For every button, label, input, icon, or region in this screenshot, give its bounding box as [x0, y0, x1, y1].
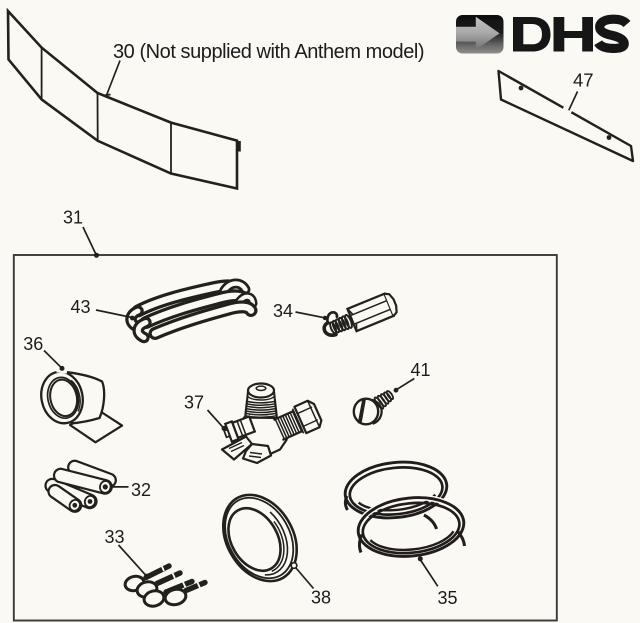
svg-text:33: 33	[105, 527, 125, 547]
svg-text:30 (Not supplied with Anthem m: 30 (Not supplied with Anthem model)	[113, 41, 424, 63]
svg-text:34: 34	[273, 301, 293, 321]
svg-text:38: 38	[311, 588, 331, 608]
svg-text:35: 35	[438, 588, 458, 608]
svg-text:32: 32	[131, 480, 151, 500]
svg-text:31: 31	[63, 207, 83, 227]
svg-text:41: 41	[411, 360, 431, 380]
svg-text:37: 37	[184, 393, 204, 413]
svg-text:43: 43	[71, 297, 91, 317]
svg-text:36: 36	[23, 334, 43, 354]
svg-text:47: 47	[573, 70, 594, 91]
